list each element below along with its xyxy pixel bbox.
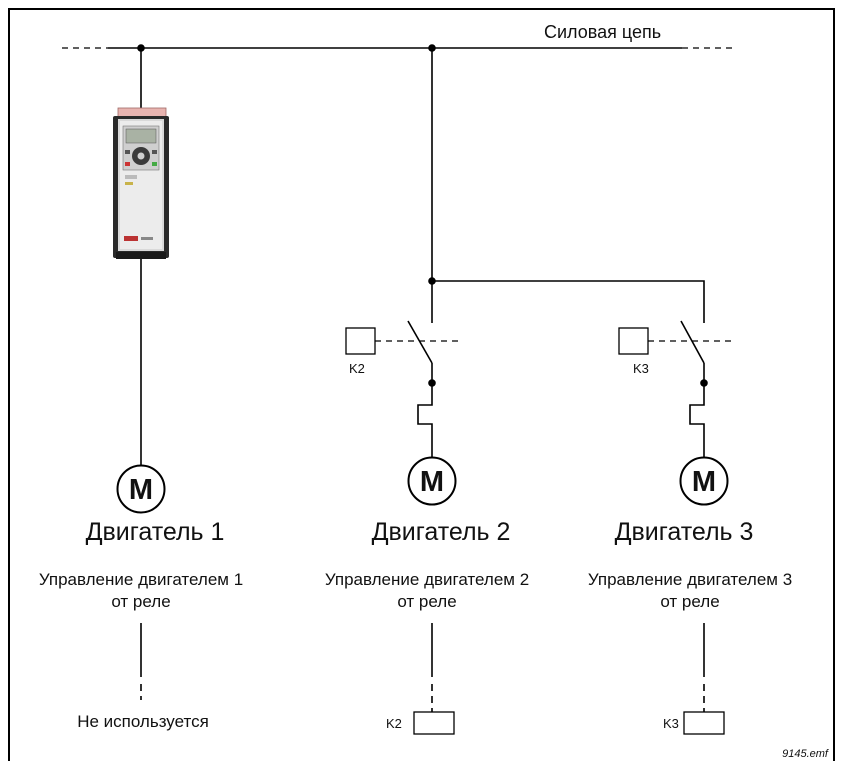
motor-3-symbol-letter: M	[692, 466, 716, 498]
motor-1-control-line2: от реле	[111, 592, 170, 611]
motor-1-relay-status: Не используется	[77, 712, 209, 731]
contactor-k2-label: K2	[349, 361, 365, 376]
motor-2-label: Двигатель 2	[372, 518, 511, 546]
relay-coil-k3	[683, 711, 725, 735]
motor-2-control-line2: от реле	[397, 592, 456, 611]
motor-1-control-line1: Управление двигателем 1	[39, 570, 243, 589]
file-name-label: 9145.emf	[782, 748, 829, 760]
contactor-feed-wire	[431, 48, 705, 323]
motor-3-control-line1: Управление двигателем 3	[588, 570, 792, 589]
power-line-label: Силовая цепь	[544, 22, 661, 42]
contactor-k3	[618, 320, 731, 458]
motor-3-label: Двигатель 3	[615, 518, 754, 546]
relay-coil-k3-label: K3	[663, 716, 679, 731]
motor-2-symbol-letter: M	[420, 466, 444, 498]
motor-1-symbol-letter: M	[129, 474, 153, 506]
contactor-k2	[345, 320, 458, 458]
frequency-drive-icon	[113, 107, 169, 259]
power-bus	[62, 44, 735, 52]
diagram-frame	[8, 8, 835, 761]
motor-1-symbol	[116, 464, 166, 514]
motor-3-control-line2: от реле	[660, 592, 719, 611]
motor-3-symbol	[679, 456, 729, 506]
motor-1-label: Двигатель 1	[86, 518, 225, 546]
relay-coil-k2-label: K2	[386, 716, 402, 731]
relay-coil-k2	[413, 711, 455, 735]
contactor-k3-label: K3	[633, 361, 649, 376]
motor-2-control-line1: Управление двигателем 2	[325, 570, 529, 589]
motor-2-symbol	[407, 456, 457, 506]
